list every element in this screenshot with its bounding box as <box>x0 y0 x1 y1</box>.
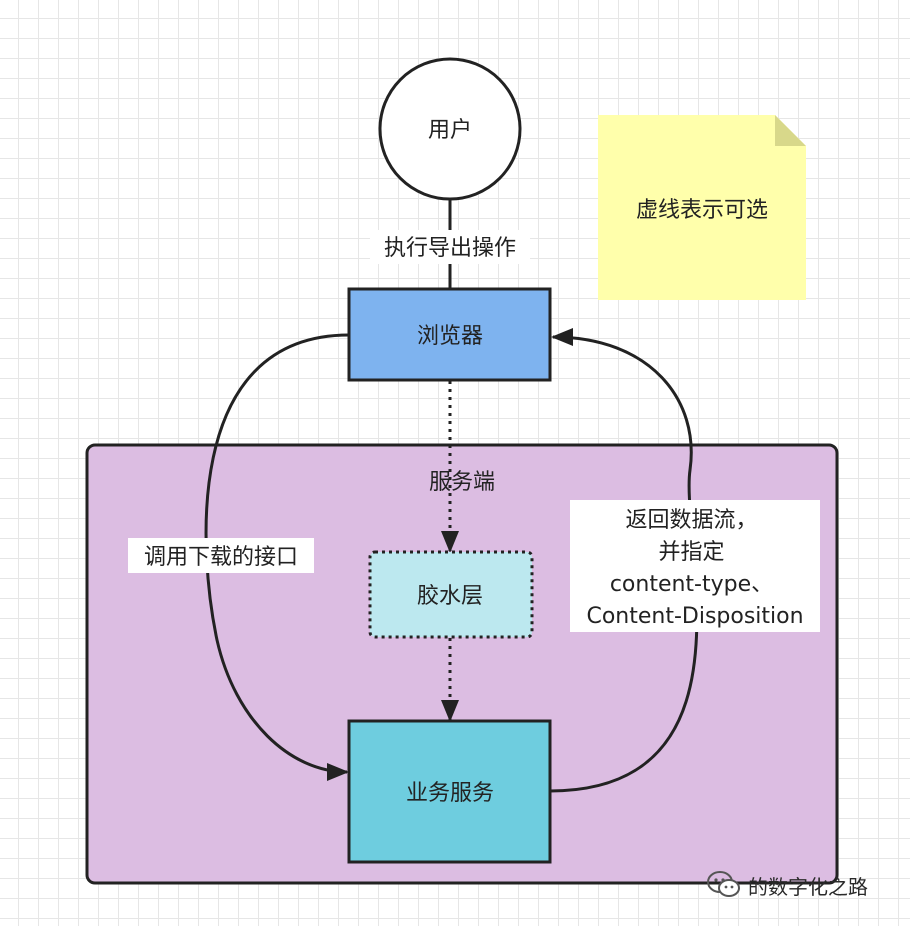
browser-to-business-edge <box>204 333 350 781</box>
note-text: 虚线表示可选 <box>636 198 768 223</box>
return-label-bg <box>570 500 820 632</box>
wechat-icon <box>707 871 740 897</box>
return-label-line: Content-Disposition <box>586 604 803 629</box>
business-service-label: 业务服务 <box>406 781 494 806</box>
return-label-line: content-type、 <box>610 572 773 597</box>
watermark: 的数字化之路 <box>706 868 868 902</box>
glue-layer-label: 胶水层 <box>417 584 483 609</box>
browser-label: 浏览器 <box>417 324 483 349</box>
call-label-bg <box>128 538 314 573</box>
user-label: 用户 <box>428 118 472 143</box>
business-service-node <box>347 719 552 864</box>
user-to-browser-label: 执行导出操作 <box>384 236 516 261</box>
browser-node <box>347 287 552 382</box>
return-label: 返回数据流， 并指定 content-type、 Content-Disposi… <box>586 508 803 629</box>
glue-layer-node <box>368 550 534 639</box>
note: 虚线表示可选 <box>598 115 806 300</box>
return-label-line: 返回数据流， <box>625 508 757 533</box>
watermark-text: 的数字化之路 <box>748 874 868 899</box>
return-label-line: 并指定 <box>658 540 724 565</box>
call-label: 调用下载的接口 <box>144 545 298 570</box>
user-to-browser-label-bg <box>370 230 530 264</box>
server-label: 服务端 <box>429 470 495 495</box>
